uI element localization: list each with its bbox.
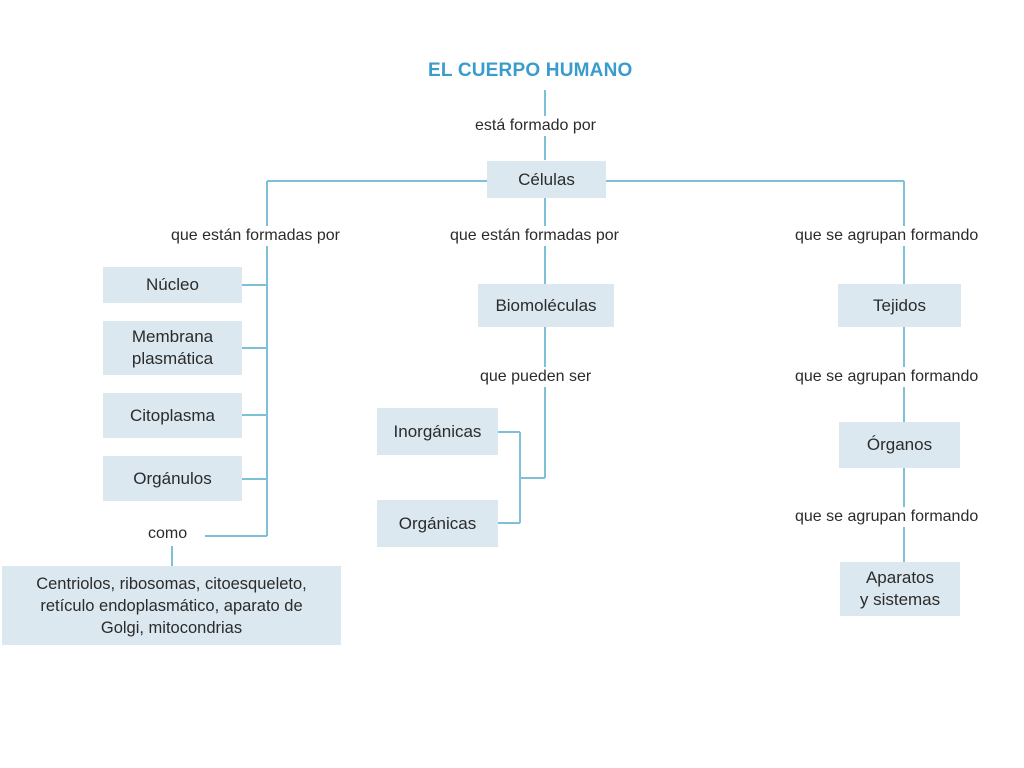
node-examples: Centriolos, ribosomas, citoesqueleto, re… — [2, 566, 341, 645]
node-aparatos-sistemas: Aparatos y sistemas — [840, 562, 960, 616]
node-celulas: Células — [487, 161, 606, 198]
link-label-root: está formado por — [471, 116, 600, 136]
node-membrana-line2: plasmática — [131, 349, 214, 368]
link-label-middle: que están formadas por — [446, 226, 623, 246]
node-examples-line3: Golgi, mitocondrias — [100, 618, 243, 637]
page-title: EL CUERPO HUMANO — [428, 60, 633, 81]
node-aparatos-line2: y sistemas — [859, 590, 941, 609]
node-tejidos: Tejidos — [838, 284, 961, 327]
node-examples-line2: retículo endoplasmático, aparato de — [40, 596, 303, 615]
link-label-left: que están formadas por — [167, 226, 344, 246]
node-membrana-line1: Membrana — [131, 327, 214, 346]
node-nucleo: Núcleo — [103, 267, 242, 303]
node-citoplasma: Citoplasma — [103, 393, 242, 438]
node-biomoleculas: Biomoléculas — [478, 284, 614, 327]
link-label-right-1: que se agrupan formando — [791, 226, 983, 246]
link-label-right-2: que se agrupan formando — [791, 367, 983, 387]
node-organicas: Orgánicas — [377, 500, 498, 547]
node-inorganicas: Inorgánicas — [377, 408, 498, 455]
node-nucleo-label: Núcleo — [146, 275, 199, 294]
node-examples-line1: Centriolos, ribosomas, citoesqueleto, — [36, 574, 307, 593]
node-organos: Órganos — [839, 422, 960, 468]
node-aparatos-line1: Aparatos — [865, 568, 935, 587]
node-citoplasma-label: Citoplasma — [129, 405, 216, 425]
node-organulos-label: Orgánulos — [133, 468, 212, 488]
node-organulos: Orgánulos — [103, 456, 242, 501]
link-label-right-3: que se agrupan formando — [791, 507, 983, 527]
link-label-pueden-ser: que pueden ser — [476, 367, 596, 387]
node-membrana-plasmatica: Membrana plasmática — [103, 321, 242, 375]
link-label-como: como — [144, 524, 192, 544]
